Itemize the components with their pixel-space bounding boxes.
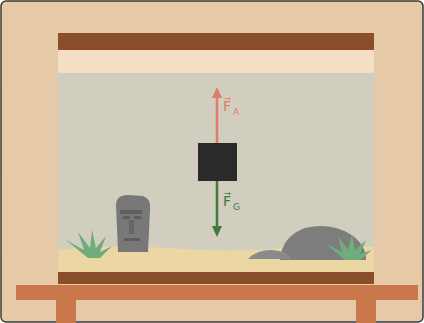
plant-leaves: [326, 234, 372, 260]
left-plant: [66, 230, 112, 258]
table-leg: [56, 300, 76, 323]
small-rock: [248, 250, 292, 259]
table-top: [16, 285, 418, 300]
water: [58, 73, 374, 273]
moai-brow: [120, 210, 142, 214]
force-symbol: F⃗: [223, 99, 231, 113]
force-subscript: G: [233, 203, 240, 212]
plant-leaves: [66, 230, 112, 258]
table-leg: [356, 300, 376, 323]
moai-head: [116, 195, 150, 252]
buoyancy-arrow-shaft: [216, 96, 219, 143]
gravity-arrow-shaft: [216, 181, 219, 228]
force-symbol: F⃗: [223, 194, 231, 208]
right-plant: [326, 234, 372, 260]
air-gap: [58, 50, 374, 73]
tank-lid: [58, 33, 374, 50]
moai-mouth: [124, 238, 140, 241]
submerged-cube: [198, 143, 237, 181]
tank-base: [58, 272, 374, 284]
moai-nose: [129, 220, 134, 234]
force-subscript: A: [233, 108, 239, 117]
moai-statue: [116, 195, 150, 252]
moai-eye: [134, 216, 141, 219]
moai-eye: [123, 216, 130, 219]
buoyancy-arrow-head: [212, 87, 222, 98]
gravity-arrow-head: [212, 226, 222, 237]
